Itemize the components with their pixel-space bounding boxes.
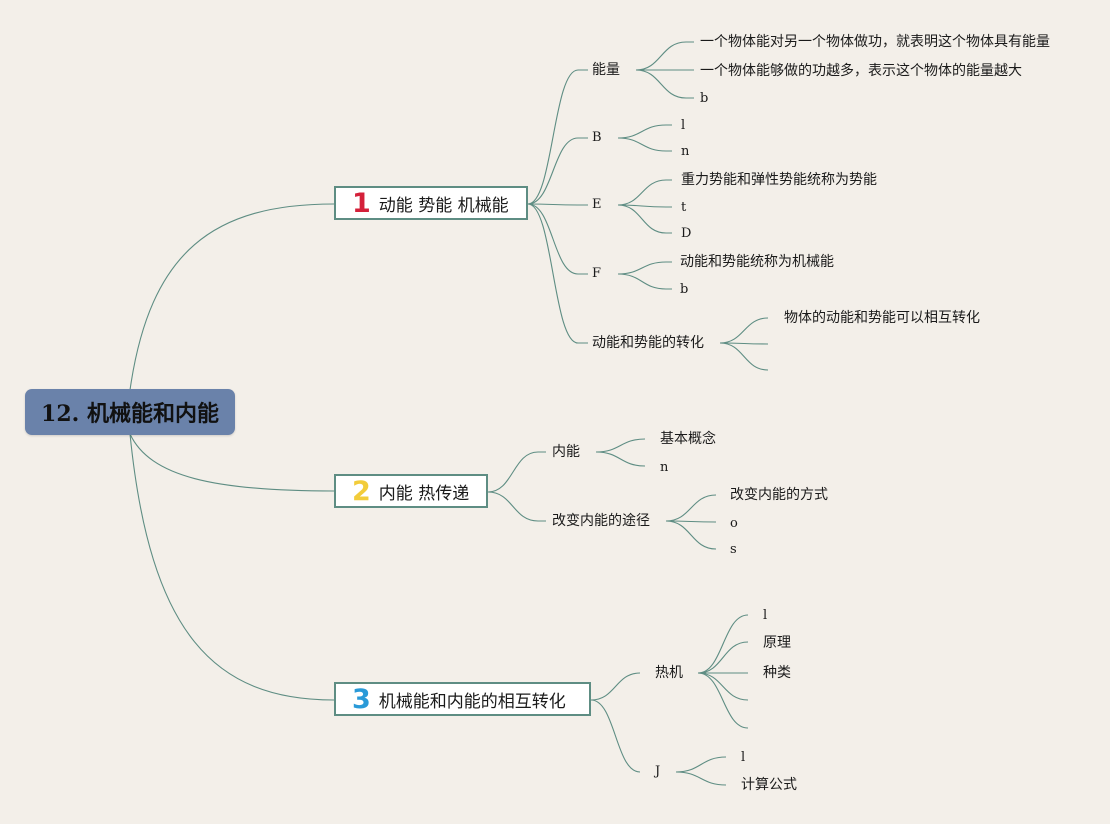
connector-line (527, 203, 588, 275)
connector-line (697, 672, 749, 701)
connector-line (617, 124, 672, 139)
number-3-badge: 3 (352, 683, 371, 715)
connector-line (617, 273, 672, 290)
branch-2-topic[interactable]: 2 内能 热传递 (334, 474, 488, 508)
subtopic-e[interactable]: E (592, 197, 602, 212)
leaf-text[interactable]: b (700, 91, 709, 106)
connector-line (129, 433, 335, 492)
connector-line (617, 179, 672, 206)
connector-line (527, 203, 588, 206)
branch-2-label: 内能 热传递 (378, 483, 470, 504)
leaf-text[interactable]: b (680, 282, 689, 297)
number-1-badge: 1 (352, 187, 371, 219)
connector-line (487, 491, 546, 522)
connector-line (675, 771, 727, 786)
connector-line (617, 204, 672, 208)
connector-line (527, 137, 588, 205)
leaf-text[interactable]: l (741, 750, 746, 765)
connector-line (595, 438, 646, 453)
connector-line (635, 69, 694, 99)
connector-line (590, 699, 641, 773)
leaf-text[interactable]: l (681, 118, 686, 133)
connector-line (129, 433, 335, 701)
connector-line (719, 342, 769, 371)
subtopic-f[interactable]: F (592, 266, 602, 281)
leaf-text[interactable]: D (681, 226, 692, 241)
subtopic-j[interactable]: J (655, 764, 661, 779)
connector-line (697, 672, 749, 729)
connector-line (675, 756, 727, 773)
leaf-text[interactable]: o (730, 516, 738, 531)
leaf-text[interactable]: 重力势能和弹性势能统称为势能 (681, 172, 877, 188)
branch-3-label: 机械能和内能的相互转化 (378, 691, 566, 712)
leaf-text[interactable]: 计算公式 (741, 777, 797, 793)
leaf-text[interactable]: t (681, 200, 687, 215)
connector-line (590, 672, 641, 701)
root-topic[interactable]: 12. 机械能和内能 (25, 389, 235, 435)
leaf-text[interactable]: 改变内能的方式 (730, 487, 828, 503)
branch-3-topic[interactable]: 3 机械能和内能的相互转化 (334, 682, 591, 716)
connector-line (617, 137, 672, 152)
connector-line (617, 261, 672, 275)
connector-line (697, 614, 749, 674)
leaf-text[interactable]: 一个物体能够做的功越多，表示这个物体的能量越大 (700, 63, 1022, 79)
connector-line (719, 317, 769, 344)
connector-line (665, 520, 717, 550)
branch-1-label: 动能 势能 机械能 (378, 195, 509, 216)
connector-line (595, 451, 646, 467)
connector-line (635, 41, 694, 71)
leaf-text[interactable]: 动能和势能统称为机械能 (680, 254, 834, 270)
subtopic-heat-engine[interactable]: 热机 (655, 665, 683, 681)
connector-line (697, 641, 749, 674)
subtopic-b[interactable]: B (592, 130, 602, 145)
branch-1-topic[interactable]: 1 动能 势能 机械能 (334, 186, 528, 220)
connector-line (665, 494, 717, 522)
leaf-text[interactable]: 原理 (763, 635, 791, 651)
subtopic-internal-energy[interactable]: 内能 (552, 444, 580, 460)
leaf-text[interactable]: n (681, 144, 690, 159)
subtopic-change-internal-energy[interactable]: 改变内能的途径 (552, 513, 650, 529)
connector-line (617, 204, 672, 234)
connector-line (487, 451, 546, 493)
connector-line (527, 203, 588, 344)
connector-line (129, 203, 335, 391)
leaf-text[interactable]: 物体的动能和势能可以相互转化 (784, 310, 980, 326)
leaf-text[interactable]: l (763, 608, 768, 623)
leaf-text[interactable]: n (660, 460, 669, 475)
leaf-text[interactable]: 一个物体能对另一个物体做功，就表明这个物体具有能量 (700, 34, 1050, 50)
subtopic-energy[interactable]: 能量 (592, 62, 620, 78)
number-2-badge: 2 (352, 475, 371, 507)
subtopic-energy-conversion[interactable]: 动能和势能的转化 (592, 335, 704, 351)
leaf-text[interactable]: 基本概念 (660, 431, 716, 447)
connector-line (527, 69, 588, 205)
leaf-text[interactable]: s (730, 542, 737, 557)
leaf-text[interactable]: 种类 (763, 665, 791, 681)
